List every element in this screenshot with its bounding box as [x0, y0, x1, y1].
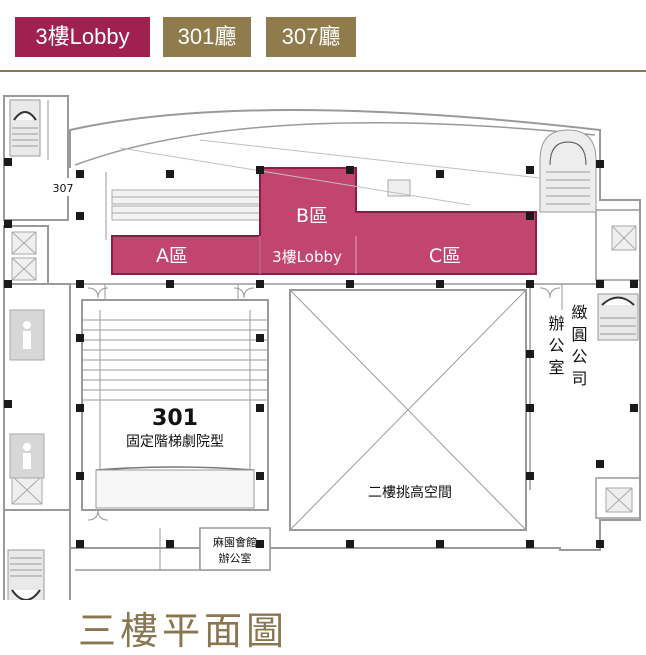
- stairs-top-right: [539, 129, 597, 213]
- stairs-bottom-left: [7, 549, 45, 600]
- office-label-line1: 緻圓公司: [569, 304, 588, 392]
- admin-office-line1: 麻園會館: [213, 535, 257, 549]
- floor-plan: A區 B區 3樓Lobby C區 301 固定階梯劇院型: [3, 95, 641, 600]
- hall-301-description: 固定階梯劇院型: [126, 434, 224, 450]
- structural-columns: [4, 158, 638, 548]
- void-lines-upper: [119, 139, 541, 206]
- office-label-line2: 辦公室: [546, 315, 565, 381]
- tab-divider: [0, 70, 646, 72]
- lobby-label: 3樓Lobby: [272, 248, 342, 266]
- tab-301-hall[interactable]: 301廳: [163, 17, 251, 57]
- doors: [87, 287, 561, 521]
- admin-office-line2: 辦公室: [219, 551, 252, 565]
- stairs-top-left: [9, 99, 41, 157]
- page-title: 三樓平面圖: [78, 609, 289, 653]
- tab-3f-lobby[interactable]: 3樓Lobby: [15, 17, 150, 57]
- hall-301[interactable]: [81, 299, 269, 511]
- admin-office: [199, 527, 271, 571]
- zone-c-label: C區: [429, 245, 461, 267]
- restroom-icons: [9, 309, 45, 479]
- lobby-highlight[interactable]: [111, 167, 537, 275]
- building-walls: [3, 95, 641, 600]
- zone-a-label: A區: [156, 245, 188, 267]
- hall-301-number: 301: [152, 406, 198, 431]
- room-307-bg: [50, 178, 78, 196]
- atrium-label: 二樓挑高空間: [368, 484, 452, 501]
- stairs-right: [597, 293, 639, 341]
- escalators: [111, 189, 261, 221]
- room-307-label[interactable]: 307: [53, 182, 74, 195]
- zone-b-label: B區: [296, 205, 328, 227]
- atrium-label-bg: [360, 480, 460, 504]
- floor-tab-bar: 3樓Lobby 301廳 307廳: [0, 0, 646, 70]
- tab-307-hall[interactable]: 307廳: [266, 17, 356, 57]
- elevators: [11, 179, 637, 513]
